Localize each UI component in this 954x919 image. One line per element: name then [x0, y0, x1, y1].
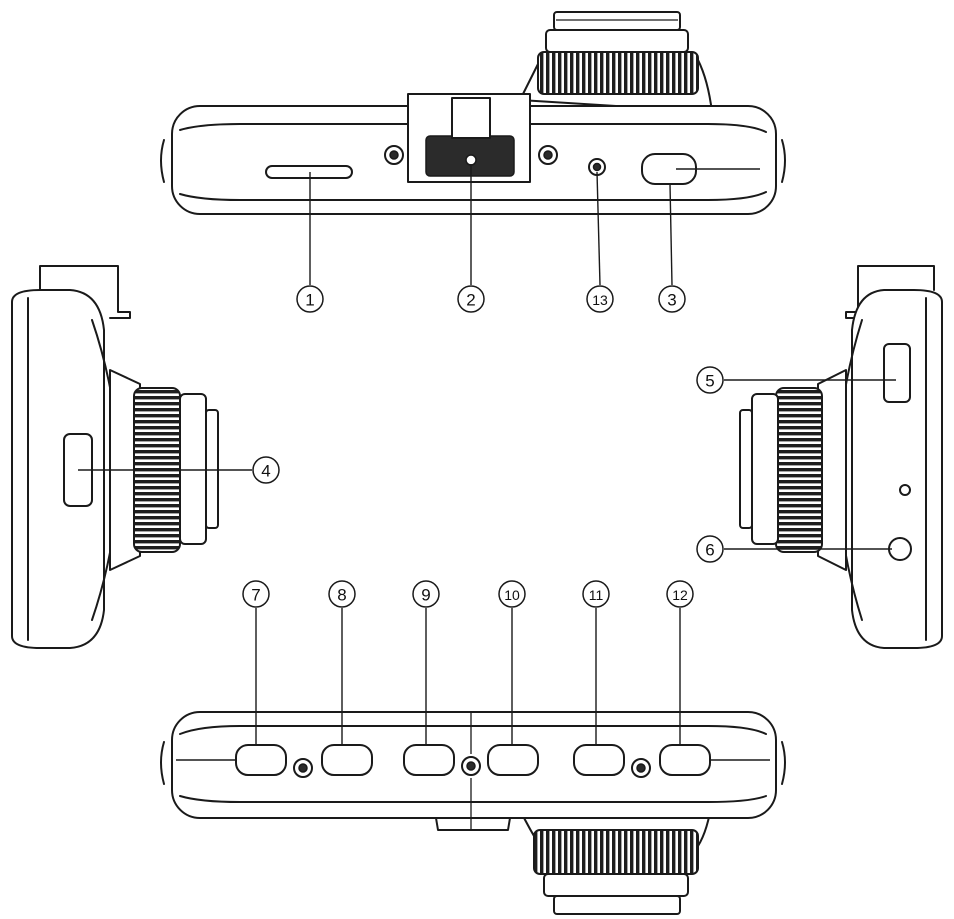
callout-9: 9 [412, 580, 440, 608]
callout-8-label: 8 [337, 586, 346, 605]
callout-13: 13 [586, 285, 614, 313]
callout-4: 4 [252, 456, 280, 484]
callouts: 1 2 13 3 4 5 6 7 [242, 285, 724, 608]
leader-lines [78, 164, 896, 761]
callout-7-label: 7 [251, 586, 260, 605]
callout-5-label: 5 [705, 372, 714, 391]
callout-5: 5 [696, 366, 724, 394]
callout-11: 11 [582, 580, 610, 608]
callout-3-label: 3 [667, 291, 676, 310]
callout-7: 7 [242, 580, 270, 608]
callout-13-label: 13 [592, 292, 608, 308]
callout-10-label: 10 [504, 587, 520, 603]
callout-11-label: 11 [589, 587, 604, 603]
callout-12-label: 12 [672, 587, 688, 603]
right-view [739, 265, 943, 649]
callout-6-label: 6 [705, 541, 714, 560]
bottom-view [160, 711, 786, 915]
callout-6: 6 [696, 535, 724, 563]
left-view [11, 265, 219, 649]
callout-8: 8 [328, 580, 356, 608]
callout-9-label: 9 [421, 586, 430, 605]
callout-2-label: 2 [466, 291, 475, 310]
callout-10: 10 [498, 580, 526, 608]
top-view [160, 11, 786, 215]
callout-12: 12 [666, 580, 694, 608]
callout-1: 1 [296, 285, 324, 313]
callout-1-label: 1 [305, 291, 314, 310]
callout-3: 3 [658, 285, 686, 313]
callout-4-label: 4 [261, 462, 270, 481]
callout-2: 2 [457, 285, 485, 313]
